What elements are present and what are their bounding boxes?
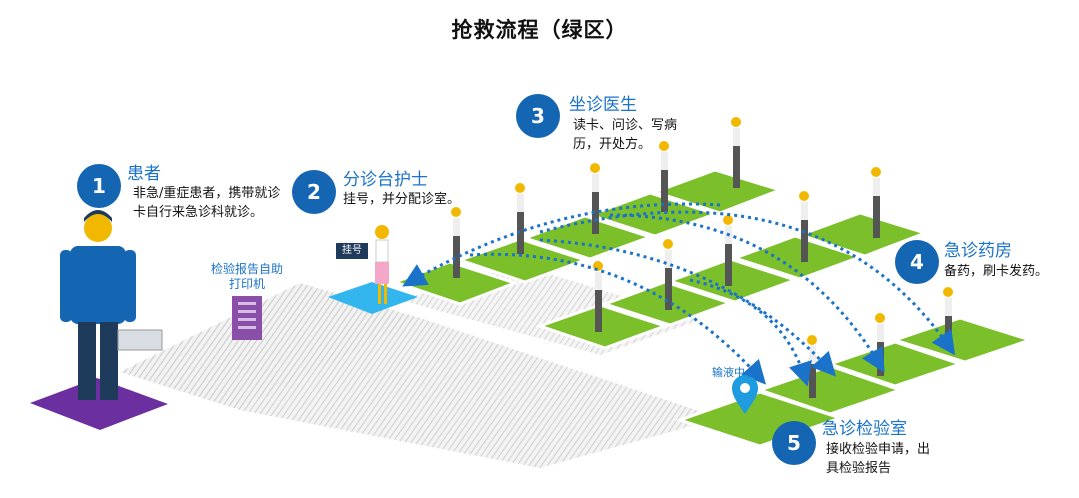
- room-mid-4: [730, 234, 865, 281]
- patient-figure: [60, 210, 136, 400]
- doctor-figure: [731, 117, 741, 188]
- location-pin-icon: [732, 375, 758, 414]
- step-4-description: 备药，刷卡发药。: [944, 264, 1049, 279]
- doctor-figure: [659, 141, 669, 212]
- step-3-badge: 3: [516, 94, 560, 138]
- step-5-description: 接收检验申请，出具检验报告: [826, 442, 931, 476]
- doctor-figure: [871, 167, 881, 238]
- patient-card: [117, 329, 163, 351]
- step-2-title: 分诊台护士: [343, 170, 428, 190]
- nurse-figure: [375, 225, 389, 304]
- step-1-description: 非急/重症患者，携带就诊卡自行来急诊科就诊。: [133, 186, 281, 220]
- flow-arrows: [402, 202, 956, 387]
- step-1-badge: 1: [77, 164, 121, 208]
- step-2-description: 挂号，并分配诊室。: [343, 192, 461, 207]
- step-5-badge: 5: [772, 421, 816, 465]
- print-station-label: 检验报告自助打印机: [210, 262, 283, 291]
- patient-area: [30, 378, 168, 430]
- room-mid-3: [665, 257, 800, 304]
- diagram-title: 抢救流程（绿区）: [451, 18, 628, 42]
- room-mid-1: [535, 303, 670, 350]
- doctor-figure: [451, 207, 461, 278]
- step-4-title: 急诊药房: [944, 241, 1012, 261]
- triage-area: [328, 282, 418, 314]
- printer-icon: [232, 296, 262, 340]
- doctor-figures: [451, 117, 953, 398]
- doctor-figure: [590, 163, 600, 234]
- step-3-description: 读卡、问诊、写病历，开处方。: [573, 118, 678, 152]
- step-3-title: 坐诊医生: [569, 95, 637, 115]
- step-5-title: 急诊检验室: [822, 419, 907, 439]
- step-2-badge: 2: [292, 170, 336, 214]
- room-left-5: [650, 168, 785, 215]
- step-1-title: 患者: [127, 164, 161, 184]
- doctor-figure: [515, 183, 525, 254]
- registration-sign: 挂号: [336, 243, 368, 259]
- step-4-badge: 4: [895, 240, 939, 284]
- room-left-2: [455, 237, 590, 284]
- room-bottom-1: [675, 390, 845, 448]
- doctor-figure: [799, 191, 809, 262]
- doctor-figure: [663, 239, 673, 310]
- infusion-center-label: 输液中心: [712, 366, 756, 379]
